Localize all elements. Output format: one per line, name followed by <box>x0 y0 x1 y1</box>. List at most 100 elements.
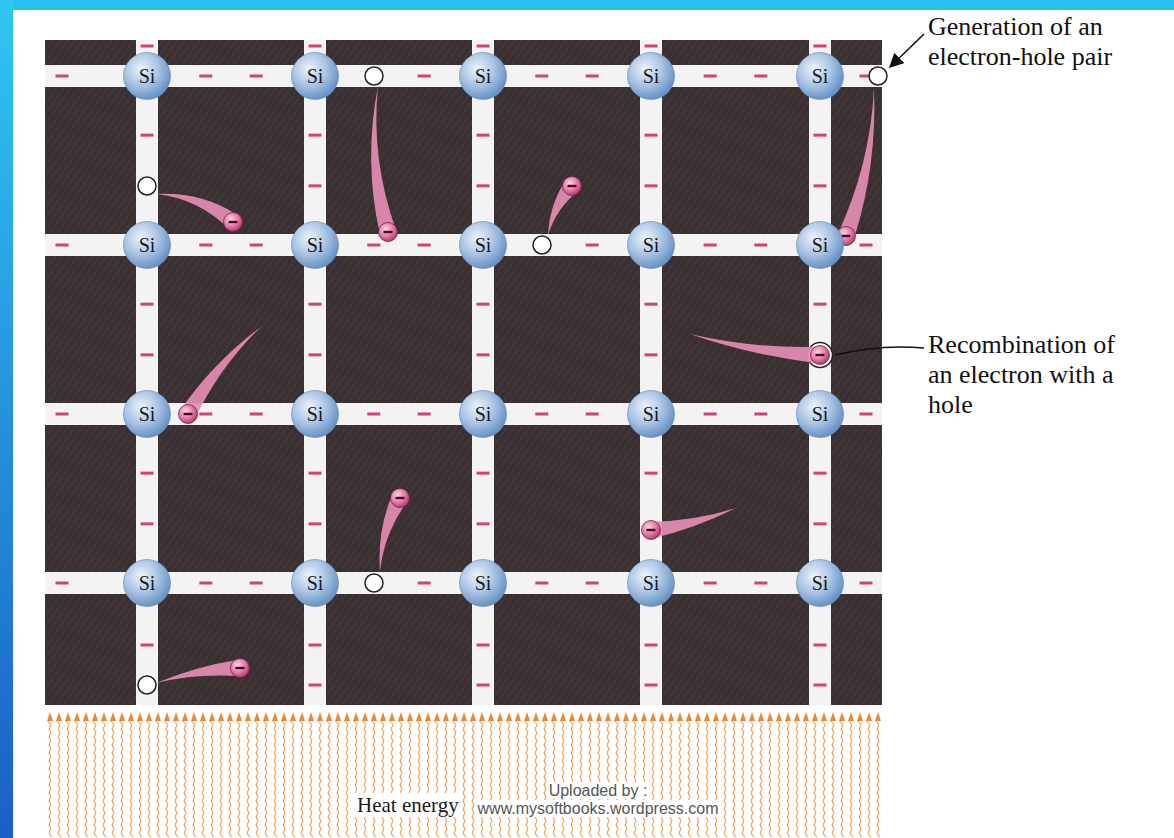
hole <box>365 574 383 592</box>
bond-electron <box>586 413 599 416</box>
bond-electron <box>199 582 212 585</box>
bond-electron <box>586 244 599 247</box>
atom-symbol: Si <box>307 573 324 593</box>
heat-wave <box>282 721 286 837</box>
silicon-atom: Si <box>796 559 844 607</box>
heat-arrowhead <box>92 712 98 721</box>
heat-arrowhead <box>758 712 764 721</box>
atom-symbol: Si <box>475 66 492 86</box>
atom-outline <box>291 390 338 437</box>
atom-outline <box>459 559 506 606</box>
heat-arrowhead <box>389 712 395 721</box>
watermark: Uploaded by : www.mysoftbooks.wordpress.… <box>476 782 721 817</box>
electron-sign <box>568 185 577 187</box>
atom-symbol: Si <box>475 404 492 424</box>
heat-wave <box>786 721 790 837</box>
heat-arrowhead <box>56 712 62 721</box>
heat-arrowhead <box>461 712 467 721</box>
bond-electron <box>477 684 490 687</box>
heat-wave <box>813 721 817 837</box>
bond-electron <box>199 413 212 416</box>
bond-electron <box>367 413 380 416</box>
heat-wave <box>183 721 187 837</box>
heat-arrowhead <box>101 712 107 721</box>
heat-arrowhead <box>749 712 755 721</box>
heat-wave <box>831 721 835 837</box>
heat-wave <box>48 721 52 837</box>
heat-wave <box>822 721 826 837</box>
heat-arrowhead <box>479 712 485 721</box>
heat-wave <box>615 721 619 837</box>
heat-wave <box>489 721 493 837</box>
heat-arrowhead <box>308 712 314 721</box>
heat-wave <box>147 721 151 837</box>
heat-arrowhead <box>668 712 674 721</box>
heat-wave <box>678 721 682 837</box>
heat-arrowhead <box>434 712 440 721</box>
electron-ball <box>224 213 243 232</box>
heat-wave <box>354 721 358 837</box>
bond-electron <box>141 644 154 647</box>
heat-wave <box>264 721 268 837</box>
electron-trail <box>379 496 408 572</box>
bond-electron <box>645 134 658 137</box>
heat-arrowhead <box>677 712 683 721</box>
heat-arrowhead <box>659 712 665 721</box>
heat-wave <box>750 721 754 837</box>
heat-arrowhead <box>146 712 152 721</box>
heat-wave <box>210 721 214 837</box>
atom-symbol: Si <box>139 404 156 424</box>
heat-wave <box>381 721 385 837</box>
heat-wave <box>642 721 646 837</box>
bond-electron <box>418 413 431 416</box>
heat-wave <box>795 721 799 837</box>
heat-arrowhead <box>452 712 458 721</box>
bond-electron <box>814 472 827 475</box>
heat-arrowhead <box>623 712 629 721</box>
atom-outline <box>627 390 674 437</box>
free-electron <box>179 326 263 424</box>
electron-trail <box>838 88 875 238</box>
electron-sign <box>384 231 393 233</box>
heat-wave <box>516 721 520 837</box>
heat-arrowhead <box>497 712 503 721</box>
atom-outline <box>123 559 170 606</box>
heat-arrowhead <box>515 712 521 721</box>
covalent-bond <box>304 265 326 394</box>
covalent-bond <box>503 572 631 594</box>
silicon-atom: Si <box>459 221 507 269</box>
silicon-atom: Si <box>291 221 339 269</box>
bond-electron <box>645 303 658 306</box>
silicon-atom: Si <box>627 390 675 438</box>
heat-arrowhead <box>254 712 260 721</box>
atom-symbol: Si <box>139 235 156 255</box>
bond-electron <box>141 472 154 475</box>
heat-wave <box>723 721 727 837</box>
heat-wave <box>462 721 466 837</box>
bond-electron <box>814 45 827 48</box>
heat-arrowhead <box>227 712 233 721</box>
heat-arrowhead <box>245 712 251 721</box>
heat-arrowhead <box>803 712 809 721</box>
heat-wave <box>453 721 457 837</box>
hole <box>533 236 551 254</box>
heat-wave <box>345 721 349 837</box>
bond-electron <box>535 75 548 78</box>
heat-arrowhead <box>560 712 566 721</box>
heat-wave <box>570 721 574 837</box>
bond-electron <box>309 684 322 687</box>
heat-arrowhead <box>290 712 296 721</box>
heat-arrowhead <box>353 712 359 721</box>
silicon-atom: Si <box>459 559 507 607</box>
heat-arrowhead <box>857 712 863 721</box>
heat-arrowhead <box>731 712 737 721</box>
caption-text: Heat energy <box>355 793 461 817</box>
free-electron <box>371 86 397 242</box>
heat-wave <box>102 721 106 837</box>
atom-outline <box>796 559 843 606</box>
heat-wave <box>291 721 295 837</box>
bond-electron <box>477 45 490 48</box>
covalent-bond <box>671 403 800 425</box>
heat-wave <box>660 721 664 837</box>
